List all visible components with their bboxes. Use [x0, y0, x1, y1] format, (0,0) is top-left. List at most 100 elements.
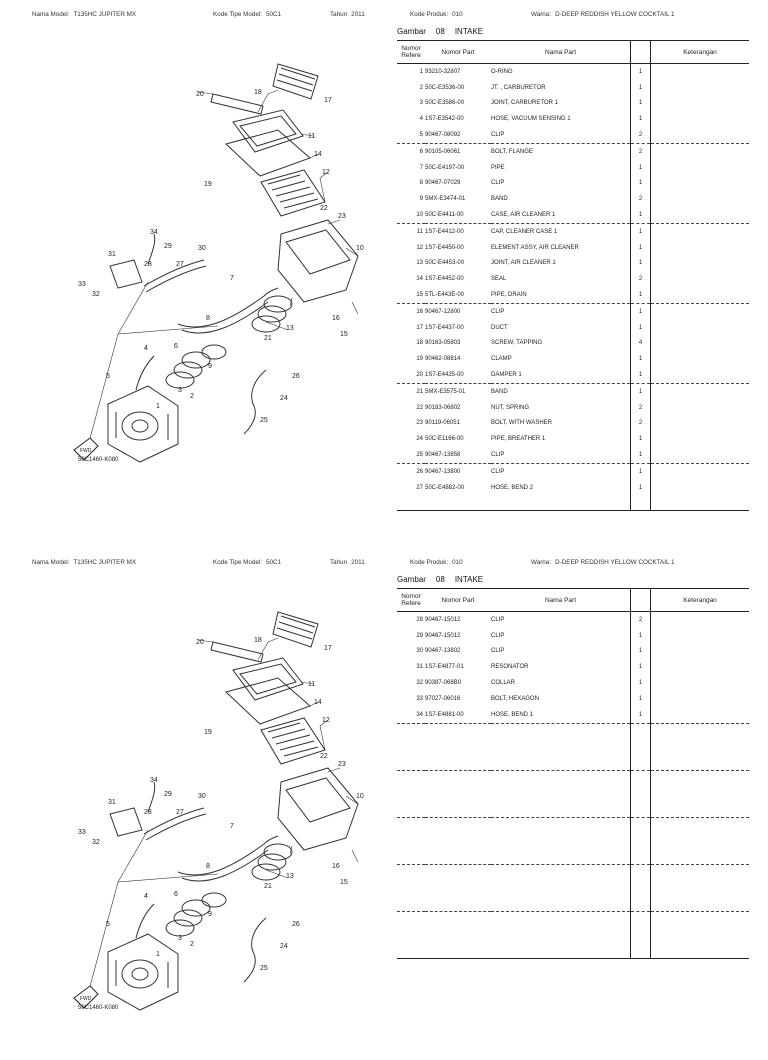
callout-16: 16 [332, 315, 340, 322]
part-name-cell: CLIP [491, 180, 505, 187]
remarks-cell [650, 382, 749, 400]
product-code: Kode Produk:010 [410, 559, 463, 566]
ref-cell: 28 [416, 616, 423, 623]
part-name-cell: CASE, AIR CLEANER 1 [491, 212, 556, 219]
callout-33: 33 [78, 829, 86, 836]
part-name-cell: BOLT, HEXAGON [491, 695, 539, 702]
callout-11: 11 [308, 681, 315, 688]
remarks-cell [651, 336, 750, 352]
callout-28: 28 [144, 261, 152, 268]
empty-cell [425, 722, 491, 771]
qty-cell: 1 [630, 382, 651, 400]
part-name-cell: DAMPER 1 [491, 372, 522, 379]
column-header-qty [630, 40, 651, 64]
empty-cell [650, 495, 749, 511]
remarks-cell [651, 659, 750, 675]
part-name-cell: CLIP [491, 648, 505, 655]
callout-25: 25 [260, 965, 268, 972]
callout-31: 31 [108, 251, 116, 258]
column-header-part-name: Nama Part [491, 588, 631, 612]
callout-26: 26 [292, 921, 300, 928]
hose-bend-1 [147, 781, 156, 813]
ref-cell: 26 [397, 462, 425, 480]
empty-cell [397, 722, 425, 771]
remarks-cell [651, 127, 750, 143]
empty-cell [630, 863, 651, 912]
part-number-cell: 90467-08092 [425, 132, 461, 139]
part-name-cell: NUT, SPRING [491, 404, 530, 411]
air-joint-part [251, 295, 293, 333]
table-row [397, 495, 749, 511]
callout-26: 26 [292, 373, 300, 380]
part-name-cell: RESONATOR [491, 664, 529, 671]
qty-cell: 2 [630, 399, 651, 416]
remarks-cell [651, 400, 750, 416]
part-name-cell: HOSE, VACUUM SENSING 1 [491, 116, 571, 123]
empty-cell [650, 816, 749, 865]
ref-cell: 16 [397, 302, 425, 320]
remarks-cell [650, 462, 749, 480]
part-name-cell: BOLT, WITH WASHER [491, 420, 553, 427]
part-number-cell: 5MX-E3474-01 [425, 196, 466, 203]
part-name-cell: CLIP [491, 452, 505, 459]
qty-cell: 1 [630, 319, 651, 336]
callout-29: 29 [164, 791, 172, 798]
part-name-cell: JT. , CARBURETOR [491, 84, 546, 91]
callout-11: 11 [308, 133, 315, 140]
callout-21: 21 [264, 335, 272, 342]
ref-cell: 4 [419, 116, 423, 123]
qty-cell: 2 [630, 127, 651, 144]
air-element-part [260, 169, 326, 217]
part-name-cell: CLIP [491, 132, 505, 139]
callout-7: 7 [230, 823, 234, 830]
empty-cell [630, 910, 651, 959]
breather-pipe-part [243, 917, 267, 983]
part-name-cell: BOLT, FLANGE [491, 142, 631, 160]
column-header-qty [630, 588, 651, 612]
part-name-cell: CLIP [491, 632, 505, 639]
carburetor-joint-part [165, 344, 227, 389]
remarks-cell [651, 416, 750, 432]
qty-cell: 1 [630, 63, 651, 80]
callout-18: 18 [254, 637, 262, 644]
qty-cell: 2 [630, 142, 651, 160]
qty-cell: 1 [630, 111, 651, 128]
part-number-cell: 93210-32807 [425, 68, 461, 75]
ref-cell: 7 [419, 164, 423, 171]
callout-2: 2 [190, 393, 194, 400]
ref-cell: 14 [416, 276, 423, 283]
exploded-parts-diagram: 1 2 3 4 5 6 7 8 9 10 11 12 13 14 15 16 1… [73, 63, 364, 463]
empty-cell [397, 495, 425, 511]
hose-bend-2 [143, 807, 207, 841]
table-row [397, 910, 749, 959]
part-number-cell: 90462-08814 [425, 356, 461, 363]
remarks-cell [651, 80, 750, 96]
part-number-cell: 50C-E3586-00 [425, 100, 465, 107]
part-name-cell: SEAL [491, 276, 507, 283]
callout-32: 32 [92, 291, 100, 298]
part-name-cell: CAP, CLEANER CASE 1 [491, 222, 631, 240]
callout-19: 19 [204, 729, 212, 736]
catalog-page-1: Nama Model:T135HC JUPITER MX Kode Tipe M… [0, 0, 768, 512]
part-number-cell: 1S7-E4425-00 [425, 372, 464, 379]
part-name-cell: HOSE, BEND 1 [491, 711, 534, 718]
callout-29: 29 [164, 243, 172, 250]
ref-cell: 21 [397, 382, 425, 400]
callout-27: 27 [176, 261, 184, 268]
empty-cell [650, 910, 749, 959]
